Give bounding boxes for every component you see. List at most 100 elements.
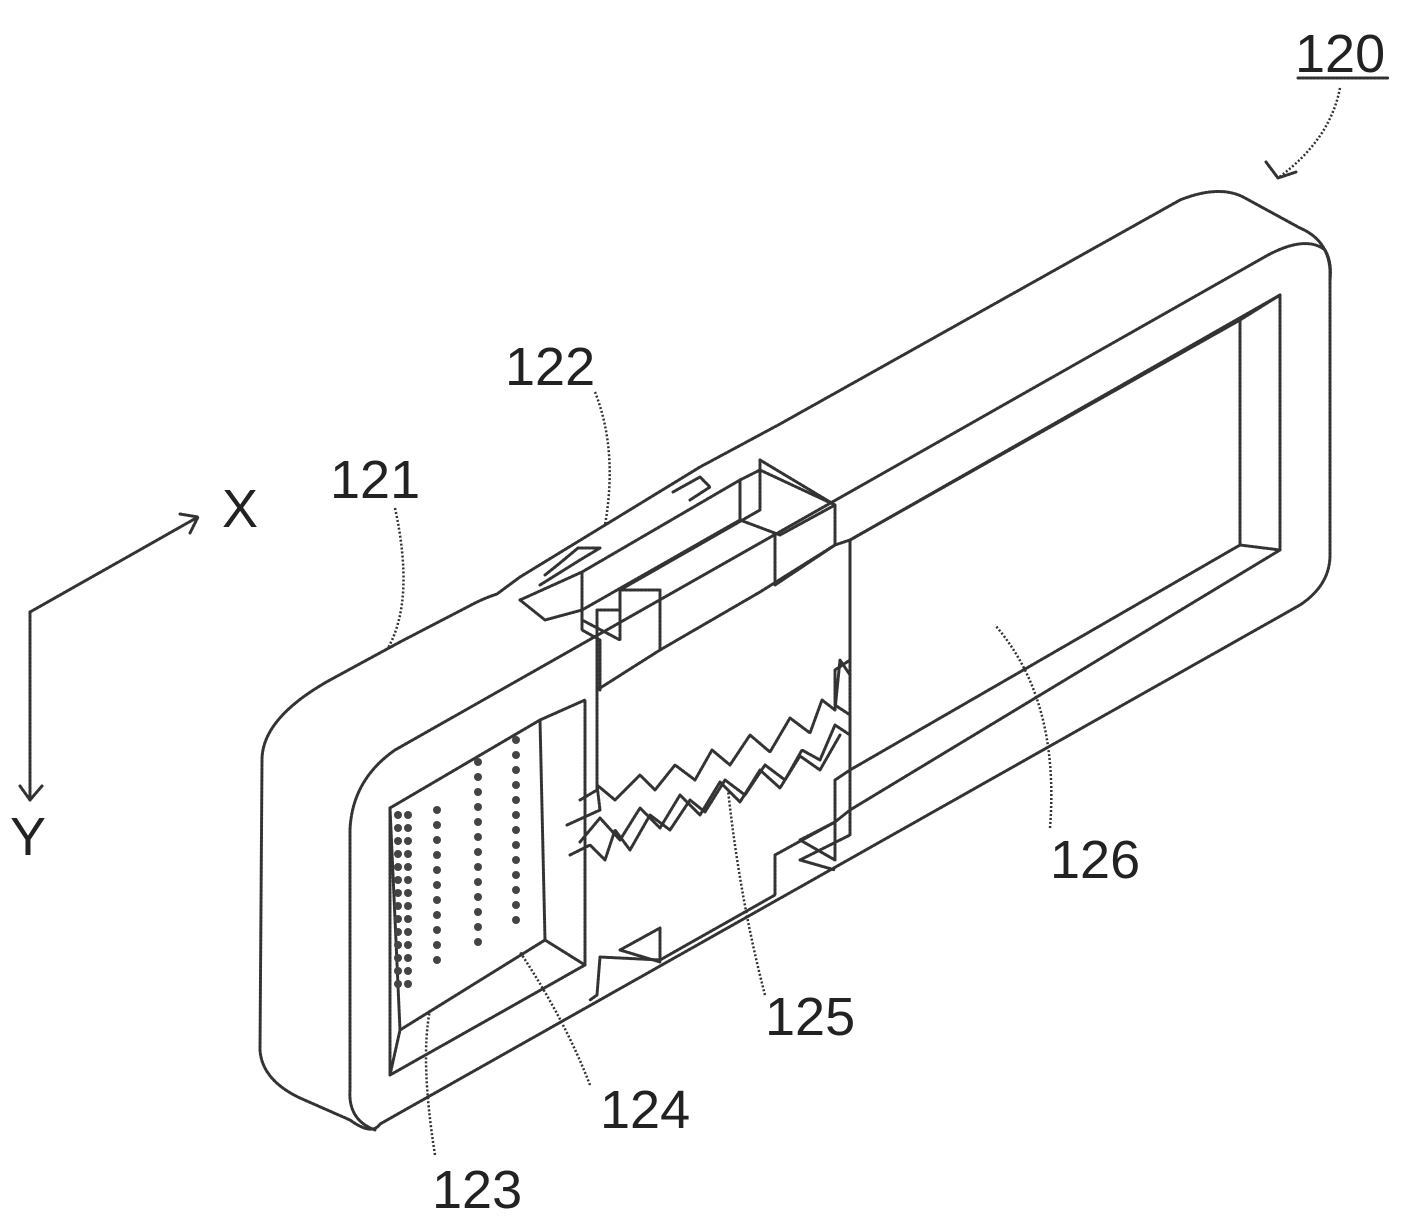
terminal-dot — [404, 967, 412, 975]
terminal-dot — [433, 881, 441, 889]
terminal-dot — [394, 980, 402, 988]
terminal-dot — [394, 889, 402, 897]
terminal-dot — [433, 926, 441, 934]
latch-structure — [520, 470, 835, 690]
terminal-dot — [474, 833, 482, 841]
recess-inner-wall — [540, 720, 585, 965]
terminal-dot — [433, 911, 441, 919]
terminal-dot — [404, 980, 412, 988]
label-120: 120 — [1295, 24, 1385, 84]
latch-block — [740, 470, 835, 535]
terminal-dot — [512, 826, 520, 834]
leader-123 — [426, 1010, 435, 1155]
terminal-dot — [474, 773, 482, 781]
terminal-dot — [394, 902, 402, 910]
terminal-dot — [404, 954, 412, 962]
terminal-dot — [404, 876, 412, 884]
label-121: 121 — [330, 450, 420, 510]
window-corner-bevel — [1240, 295, 1280, 550]
terminal-dot — [512, 901, 520, 909]
terminal-dot — [512, 856, 520, 864]
leader-126 — [995, 625, 1051, 828]
leader-124 — [520, 952, 590, 1085]
housing-front-right-edge — [1325, 250, 1330, 280]
label-123: 123 — [432, 1160, 522, 1220]
leader-122 — [595, 392, 610, 525]
opening-left-lower — [580, 690, 597, 800]
leader-120 — [1278, 88, 1340, 178]
terminal-dot — [474, 848, 482, 856]
terminal-dot — [404, 863, 412, 871]
terminal-dot — [474, 878, 482, 886]
terminal-dot — [394, 876, 402, 884]
spring-lower-zigzag — [570, 725, 850, 860]
label-125: 125 — [765, 987, 855, 1047]
terminal-dot — [474, 863, 482, 871]
terminal-dot — [474, 758, 482, 766]
terminal-dot — [474, 938, 482, 946]
terminal-dot — [404, 850, 412, 858]
terminal-dot — [512, 916, 520, 924]
lower-right-step — [620, 822, 835, 962]
terminal-dot — [474, 803, 482, 811]
terminal-dot — [474, 923, 482, 931]
terminal-dot — [512, 766, 520, 774]
terminal-dot — [394, 941, 402, 949]
terminal-dot — [433, 806, 441, 814]
terminal-dot — [433, 821, 441, 829]
zigzag-spring — [567, 660, 850, 860]
terminal-dot — [512, 886, 520, 894]
terminal-dot — [394, 824, 402, 832]
terminal-dot — [474, 818, 482, 826]
leader-120-arrowhead — [1266, 162, 1296, 178]
terminal-dot — [394, 967, 402, 975]
terminal-dot — [512, 796, 520, 804]
terminal-dot — [404, 811, 412, 819]
label-124: 124 — [600, 1080, 690, 1140]
terminal-dot — [394, 811, 402, 819]
reference-labels: 120 121 122 123 124 125 126 — [330, 24, 1388, 1220]
latch-notch — [520, 600, 600, 690]
terminal-dot — [433, 896, 441, 904]
step-block — [800, 822, 835, 860]
terminal-dot — [404, 902, 412, 910]
terminal-dot — [404, 915, 412, 923]
latch-block-front — [775, 535, 835, 585]
terminal-dot — [404, 928, 412, 936]
terminal-dot — [404, 941, 412, 949]
x-axis-arrow — [30, 517, 198, 612]
x-axis-label: X — [222, 479, 258, 539]
terminal-dot-array — [394, 736, 520, 988]
terminal-dot — [404, 889, 412, 897]
terminal-dot — [512, 841, 520, 849]
axis-indicator: X Y — [10, 479, 258, 867]
window-inner-frame — [850, 320, 1240, 770]
terminal-dot — [394, 954, 402, 962]
window-lower-step — [800, 810, 850, 870]
terminal-dot — [433, 941, 441, 949]
terminal-dot — [433, 956, 441, 964]
right-window — [800, 295, 1280, 870]
terminal-dot — [394, 928, 402, 936]
terminal-dot — [433, 836, 441, 844]
terminal-dot — [404, 824, 412, 832]
leader-125 — [728, 790, 765, 995]
terminal-dot — [512, 811, 520, 819]
terminal-dot — [404, 837, 412, 845]
recess-floor-edge — [400, 940, 545, 1030]
terminal-dot — [474, 908, 482, 916]
terminal-dot — [512, 736, 520, 744]
y-axis-label: Y — [10, 807, 46, 867]
terminal-dot — [433, 851, 441, 859]
terminal-dot — [394, 915, 402, 923]
terminal-dot — [394, 863, 402, 871]
leader-121 — [388, 508, 404, 648]
terminal-dot — [433, 866, 441, 874]
terminal-dot — [474, 893, 482, 901]
label-126: 126 — [1050, 830, 1140, 890]
terminal-dot — [394, 850, 402, 858]
left-recess — [390, 700, 585, 1075]
terminal-dot — [512, 751, 520, 759]
terminal-dot — [474, 788, 482, 796]
